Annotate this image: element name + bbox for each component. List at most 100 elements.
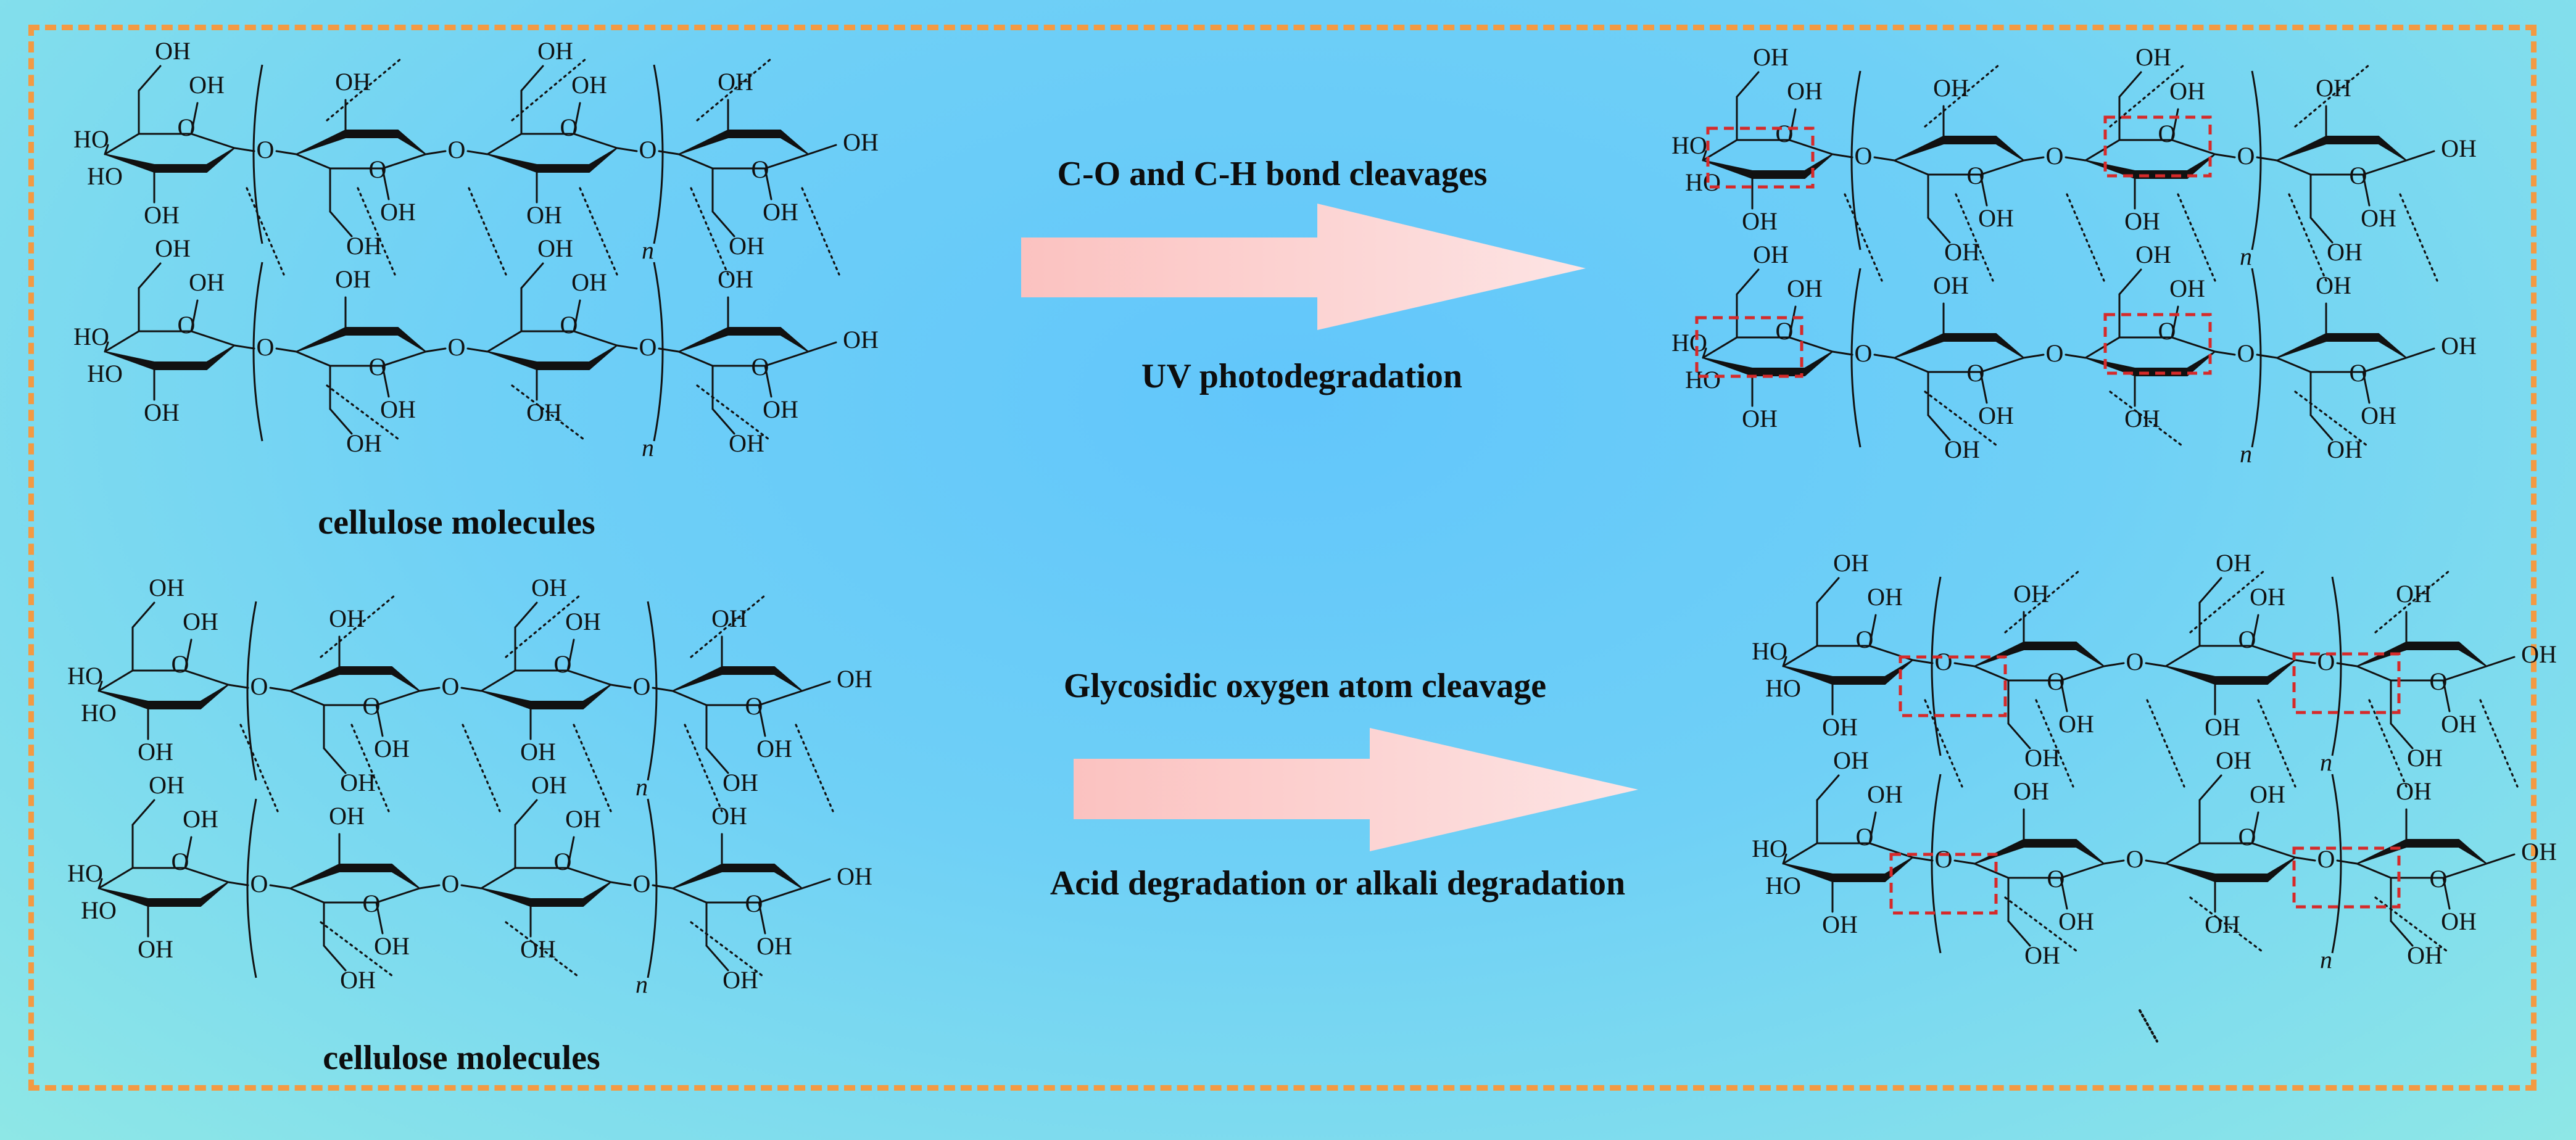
- hydroxyl-label: OH: [2396, 777, 2432, 805]
- hydroxyl-label: OH: [2124, 405, 2160, 432]
- hydroxyl-label: OH: [1867, 583, 1903, 611]
- hydroxyl-label: OH: [718, 265, 753, 293]
- glycosidic-oxygen: O: [2126, 648, 2144, 675]
- hydroxyl-label: OH: [189, 71, 225, 99]
- glycosidic-oxygen: O: [448, 333, 466, 361]
- hydroxyl-label: OH: [189, 268, 225, 296]
- hydroxyl-label: OH: [763, 395, 798, 423]
- label-top-arrow-lower: UV photodegradation: [1141, 357, 1463, 395]
- glycosidic-oxygen: O: [257, 333, 275, 361]
- cleavage-site-box: [2292, 652, 2401, 714]
- cleavage-site-box: [1889, 853, 1998, 915]
- glycosidic-oxygen: O: [257, 136, 275, 163]
- hydroxyl-label: OH: [2169, 77, 2205, 105]
- hydroxyl-label: OH: [2135, 241, 2171, 268]
- hydroxyl-label: OH: [1787, 77, 1823, 105]
- hydroxyl-label: OH: [2407, 744, 2443, 772]
- hydroxyl-label: OH: [837, 665, 872, 693]
- dashed-border-frame: [28, 25, 2537, 1091]
- arrow-top: [1021, 204, 1586, 330]
- hydroxyl-label: OH: [565, 608, 601, 635]
- hydroxyl-label: OH: [723, 769, 758, 796]
- hydroxyl-label: OH: [520, 935, 556, 963]
- hydroxyl-label: OH: [526, 201, 562, 229]
- hydroxyl-label: HO: [67, 662, 103, 690]
- repeat-unit-n: n: [2320, 748, 2332, 776]
- hydroxyl-label: OH: [565, 805, 601, 833]
- hydroxyl-label: OH: [1933, 271, 1969, 299]
- hydroxyl-label: OH: [711, 802, 747, 830]
- hydroxyl-label: OH: [2441, 710, 2477, 738]
- hydroxyl-label: OH: [1978, 204, 2014, 232]
- hydroxyl-label: OH: [763, 198, 798, 226]
- hydroxyl-label: OH: [2124, 207, 2160, 235]
- glycosidic-oxygen: O: [2046, 142, 2064, 170]
- hydroxyl-label: HO: [87, 162, 123, 190]
- hydroxyl-label: OH: [1867, 780, 1903, 808]
- cleavage-site-box: [1706, 126, 1815, 189]
- hydroxyl-label: HO: [1671, 329, 1707, 357]
- glycosidic-oxygen: O: [442, 672, 460, 700]
- hydroxyl-label: OH: [144, 399, 180, 426]
- hydroxyl-label: OH: [2024, 941, 2060, 969]
- glycosidic-oxygen: O: [1855, 339, 1873, 367]
- label-bottom-arrow-upper: Glycosidic oxygen atom cleavage: [1063, 667, 1547, 705]
- glycosidic-oxygen: O: [639, 136, 657, 163]
- hydroxyl-label: OH: [723, 966, 758, 994]
- repeat-unit-n: n: [642, 434, 654, 461]
- hydroxyl-label: OH: [729, 232, 764, 260]
- hydroxyl-label: OH: [2361, 204, 2396, 232]
- hydroxyl-label: OH: [526, 399, 562, 426]
- hydroxyl-label: OH: [1753, 241, 1789, 268]
- hydroxyl-label: OH: [1742, 405, 1778, 432]
- hydroxyl-label: OH: [1944, 436, 1980, 463]
- hydroxyl-label: OH: [2396, 580, 2432, 608]
- hydroxyl-label: OH: [756, 932, 792, 960]
- hydroxyl-label: OH: [183, 608, 218, 635]
- glycosidic-oxygen: O: [2317, 648, 2335, 675]
- glycosidic-oxygen: O: [639, 333, 657, 361]
- glycosidic-oxygen: O: [1935, 648, 1953, 675]
- hydroxyl-label: OH: [2205, 713, 2240, 741]
- hydroxyl-label: OH: [2441, 907, 2477, 935]
- hydroxyl-label: HO: [73, 125, 109, 153]
- hydroxyl-label: OH: [756, 735, 792, 762]
- hydroxyl-label: OH: [729, 429, 764, 457]
- hydroxyl-label: OH: [149, 771, 184, 799]
- hydroxyl-label: HO: [1752, 637, 1787, 665]
- glycosidic-oxygen: O: [251, 870, 268, 898]
- hydroxyl-label: OH: [144, 201, 180, 229]
- hydroxyl-label: OH: [346, 232, 382, 260]
- hydroxyl-label: OH: [1822, 713, 1858, 741]
- hydroxyl-label: HO: [73, 323, 109, 350]
- hydroxyl-label: OH: [138, 738, 173, 766]
- hydroxyl-label: OH: [2441, 332, 2477, 360]
- hydroxyl-label: OH: [335, 68, 371, 96]
- hydroxyl-label: OH: [843, 326, 879, 353]
- repeat-unit-n: n: [636, 970, 648, 998]
- hydroxyl-label: OH: [1833, 746, 1869, 774]
- glycosidic-oxygen: O: [1855, 142, 1873, 170]
- label-top-arrow-upper: C-O and C-H bond cleavages: [1057, 155, 1488, 193]
- cleavage-site-box: [2103, 313, 2212, 375]
- hydroxyl-label: OH: [2013, 580, 2049, 608]
- cleavage-site-box: [2103, 115, 2212, 178]
- hydroxyl-label: OH: [2361, 402, 2396, 429]
- glycosidic-oxygen: O: [251, 672, 268, 700]
- hydroxyl-label: OH: [531, 771, 567, 799]
- glycosidic-oxygen: O: [2237, 142, 2255, 170]
- glycosidic-oxygen: O: [2317, 845, 2335, 873]
- hydroxyl-label: OH: [537, 234, 573, 262]
- hydroxyl-label: OH: [571, 268, 607, 296]
- hydroxyl-label: HO: [1752, 835, 1787, 862]
- glycosidic-oxygen: O: [633, 672, 651, 700]
- hydroxyl-label: OH: [2316, 74, 2351, 102]
- cleavage-site-box: [1695, 316, 1804, 378]
- hydroxyl-label: OH: [2521, 838, 2557, 865]
- hydroxyl-label: OH: [2058, 710, 2094, 738]
- repeat-unit-n: n: [2240, 242, 2252, 270]
